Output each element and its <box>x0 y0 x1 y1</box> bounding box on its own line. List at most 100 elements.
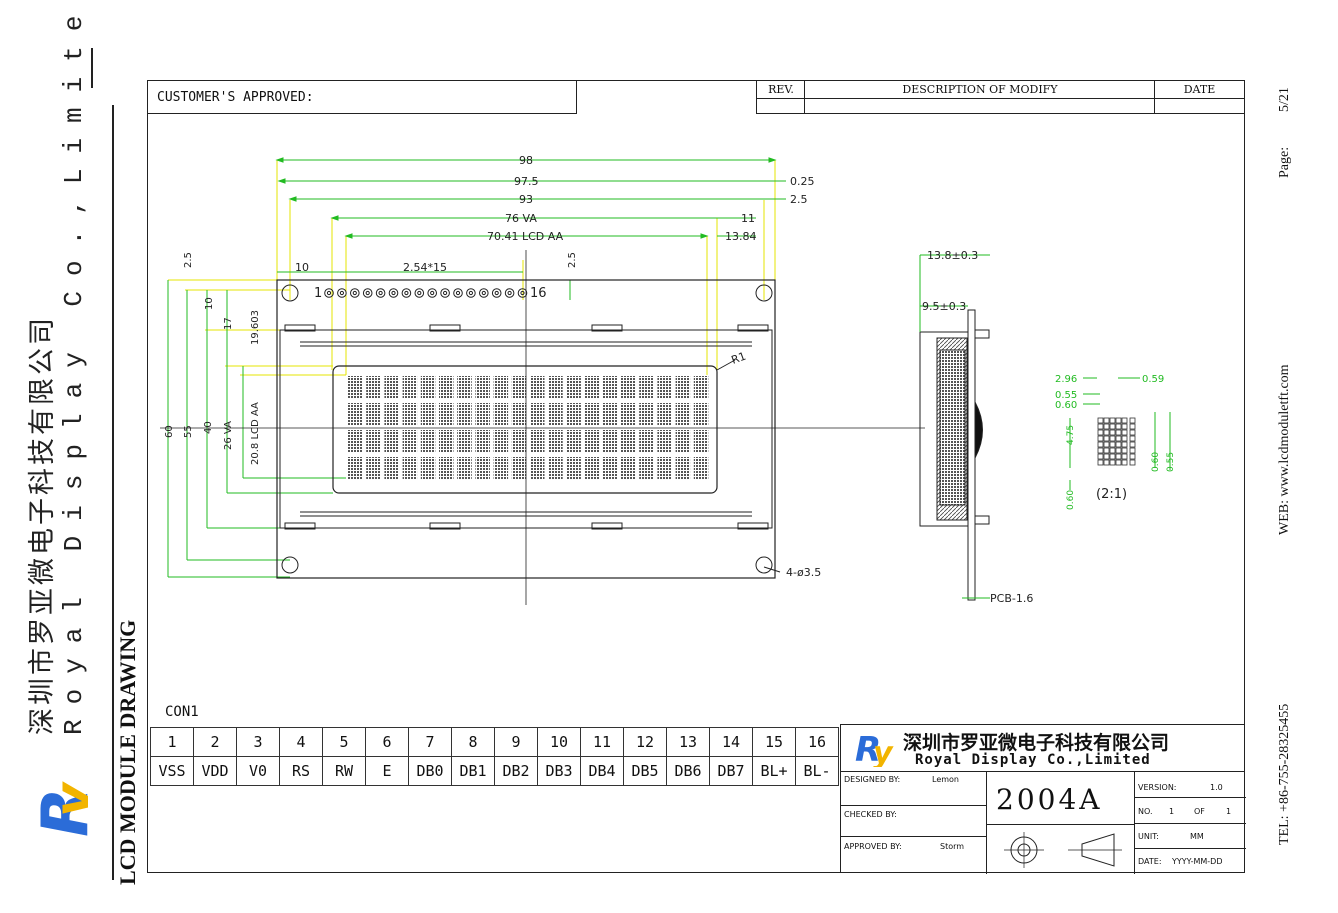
svg-text:y: y <box>44 781 88 817</box>
company-name-vertical: 深圳市罗亚微电子科技有限公司 Royal Display Co.,Limited <box>20 0 89 735</box>
character-cell <box>657 457 672 480</box>
dot-detail-pixel <box>1115 435 1122 442</box>
character-cell <box>639 403 654 426</box>
character-cell <box>475 403 490 426</box>
pin-number-cell: 11 <box>580 727 624 757</box>
pin-number-cell: 2 <box>193 727 237 757</box>
dim-70-41: 70.41 LCD AA <box>487 230 564 243</box>
dot-0-55-right: 0.55 <box>1166 452 1176 472</box>
web-address: WEB: www.lcdmoduletft.com <box>1277 364 1292 535</box>
dot-detail-pixel <box>1103 441 1110 448</box>
dim-2-5-top: 2.5 <box>790 193 808 206</box>
pin-signal-cell: DB0 <box>408 756 452 786</box>
pin-hole <box>504 288 515 298</box>
logo-icon: R y <box>29 781 88 837</box>
pin-hole <box>491 288 502 298</box>
pin-hole <box>350 288 360 298</box>
dim-97-5: 97.5 <box>514 175 539 188</box>
date-label: DATE <box>1183 83 1216 96</box>
dot-detail-pixel <box>1121 423 1128 430</box>
character-cell <box>530 376 545 399</box>
character-cell <box>439 376 454 399</box>
character-cell <box>384 430 399 453</box>
character-cell <box>511 430 527 453</box>
date-field-value: YYYY-MM-DD <box>1172 857 1223 866</box>
dot-detail-pixel <box>1109 459 1116 466</box>
date-field-label: DATE: <box>1138 857 1162 866</box>
character-cell <box>584 430 600 453</box>
character-cell <box>366 457 381 480</box>
character-cell <box>493 403 509 426</box>
character-cell <box>366 403 381 426</box>
dot-detail-pixel <box>1115 423 1122 430</box>
character-cell <box>602 376 618 399</box>
description-label: DESCRIPTION OF MODIFY <box>902 83 1058 96</box>
margin-line <box>112 105 114 880</box>
character-cell <box>402 430 418 453</box>
dot-detail-pixel <box>1121 417 1128 424</box>
pin-signal-cell: BL- <box>795 756 839 786</box>
of-label: OF <box>1194 807 1205 816</box>
pin-signal-cell: V0 <box>236 756 280 786</box>
company-cn-vertical: 深圳市罗亚微电子科技有限公司 <box>27 315 57 735</box>
pin-signal-cell: DB3 <box>537 756 581 786</box>
dot-detail-pixel <box>1121 435 1128 442</box>
character-cell <box>548 457 563 480</box>
side-13-8: 13.8±0.3 <box>927 249 978 262</box>
dot-detail-pixel <box>1121 453 1128 460</box>
dot-detail-pixel <box>1103 447 1110 454</box>
dot-2-96: 2.96 <box>1055 374 1077 385</box>
character-cell <box>457 430 472 453</box>
dot-detail-pixel <box>1115 459 1122 466</box>
dot-detail-pixel <box>1115 447 1122 454</box>
dot-detail-pixel <box>1115 429 1122 436</box>
pin-number-cell: 8 <box>451 727 495 757</box>
dot-detail-pixel <box>1121 447 1128 454</box>
dot-detail-pixel <box>1109 423 1116 430</box>
character-cell <box>566 376 581 399</box>
svg-text:R: R <box>855 730 881 767</box>
dot-detail-pixel <box>1097 459 1104 466</box>
character-cell <box>366 376 381 399</box>
height-26-va: 26 VA <box>223 421 234 450</box>
dot-detail-pixel <box>1115 417 1122 424</box>
pin-hole <box>453 288 463 298</box>
character-cell <box>657 430 672 453</box>
dim-10: 10 <box>295 261 309 274</box>
pin-number-cell: 9 <box>494 727 538 757</box>
dot-detail-pixel <box>1109 447 1116 454</box>
version-label: VERSION: <box>1138 783 1177 792</box>
pin-1-label: 1 <box>314 286 322 301</box>
character-cell <box>457 403 472 426</box>
height-19-603: 19.603 <box>250 310 261 345</box>
pcb-thickness: PCB-1.6 <box>990 592 1033 605</box>
character-cell <box>511 403 527 426</box>
dot-detail-pixel <box>1121 441 1128 448</box>
character-cell <box>439 430 454 453</box>
dim-98: 98 <box>519 154 533 167</box>
radius-r1: R1 <box>730 350 748 367</box>
dot-detail-pixel <box>1103 459 1110 466</box>
character-cell <box>420 376 436 399</box>
dot-0-55: 0.55 <box>1055 390 1077 401</box>
character-cell <box>675 457 691 480</box>
character-cell <box>384 403 399 426</box>
character-cell <box>366 430 381 453</box>
character-cell <box>420 457 436 480</box>
dot-detail-pixel <box>1097 441 1104 448</box>
customer-approved: CUSTOMER'S APPROVED: <box>147 80 577 114</box>
character-cell <box>530 403 545 426</box>
character-cell <box>348 430 363 453</box>
character-cell <box>584 457 600 480</box>
dim-11: 11 <box>741 212 755 225</box>
character-cell <box>530 430 545 453</box>
character-cell <box>621 430 636 453</box>
pin-signal-cell: DB7 <box>709 756 753 786</box>
pin-hole <box>479 288 489 298</box>
no-label: NO. <box>1138 807 1153 816</box>
dim-2-5-pin: 2.5 <box>567 252 578 268</box>
pin-number-cell: 13 <box>666 727 710 757</box>
character-cell <box>693 376 709 399</box>
dot-0-59: 0.59 <box>1142 374 1164 385</box>
